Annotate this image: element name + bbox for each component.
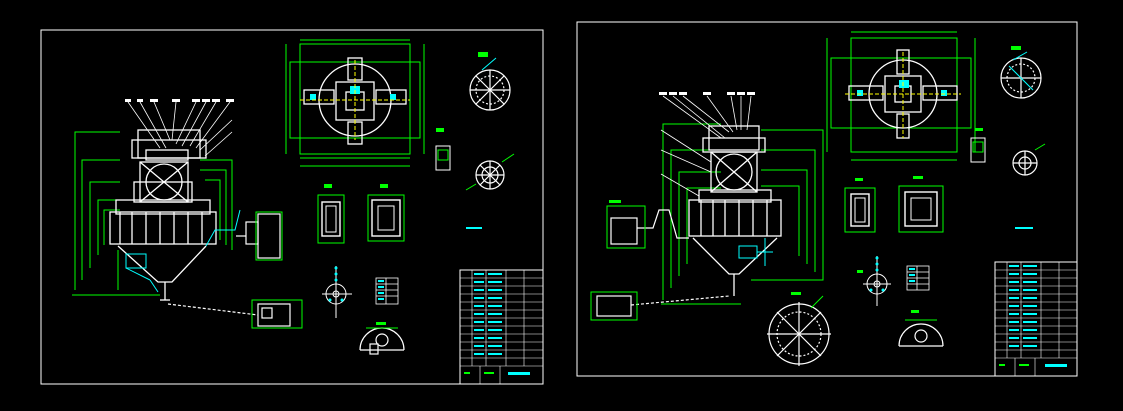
part-detail-small[interactable] [970,128,986,163]
large-flange-view[interactable] [767,302,831,366]
gear-detail[interactable] [475,160,505,190]
legend-table-small [906,265,930,291]
plan-view-top[interactable] [285,39,425,167]
flange-detail-circle[interactable] [469,69,511,111]
drawing-sheet-right[interactable] [561,0,1123,411]
sheet-frame [40,29,544,385]
drawing-sheet-left[interactable] [0,0,561,411]
section-view-b[interactable] [898,176,944,233]
cad-drawing-left[interactable] [0,0,561,411]
section-view-a[interactable] [317,184,345,244]
scale-label [466,227,482,229]
main-assembly-view[interactable] [590,92,824,321]
legend-table-small [375,277,399,305]
half-flange-view[interactable] [898,323,944,347]
plan-view-top[interactable] [826,31,976,161]
section-view-a[interactable] [844,178,876,233]
main-assembly-view[interactable] [72,99,303,329]
part-detail-small[interactable] [435,128,451,171]
bolt-pattern-view[interactable] [863,256,891,306]
title-block [459,269,544,385]
half-flange-view[interactable] [359,327,405,355]
gear-detail[interactable] [1012,150,1038,176]
sheet-frame [576,21,1078,377]
section-view-b[interactable] [367,184,405,242]
cad-drawing-right[interactable] [561,0,1123,411]
title-block [994,261,1078,377]
scale-label [1015,227,1033,229]
